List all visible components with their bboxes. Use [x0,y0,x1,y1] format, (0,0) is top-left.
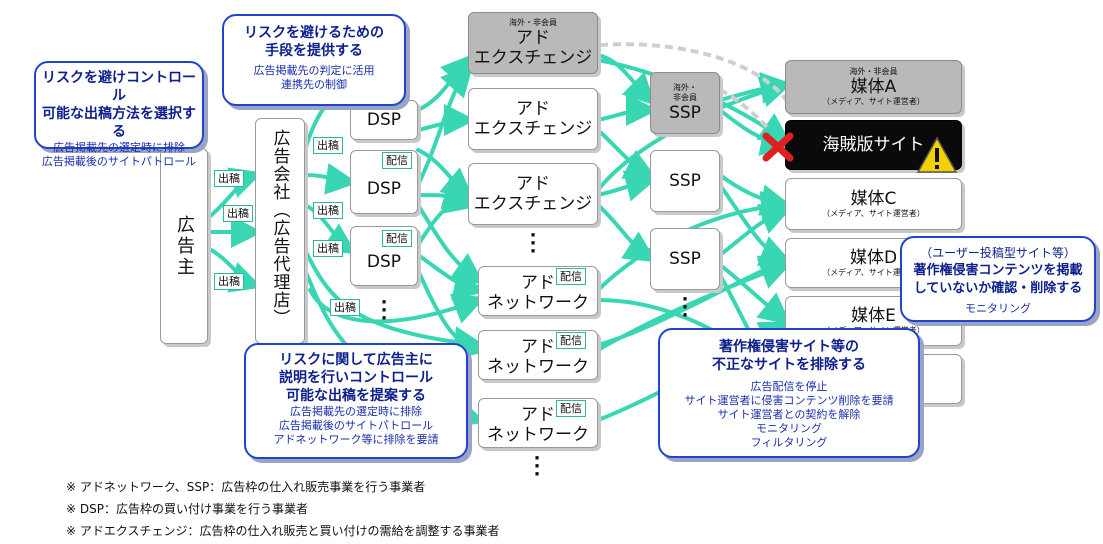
delivery-tag: 配信 [382,152,412,169]
placement-tag: 出稿 [313,137,343,154]
blocked-x-icon [762,132,794,162]
placement-tag: 出稿 [214,273,244,290]
placement-tag: 出稿 [223,205,253,222]
placement-tag: 出稿 [313,202,343,219]
overseas-tag: 海外・非会員 [509,18,557,27]
media-callout: （ユーザー投稿型サイト等） 著作権侵害コンテンツを掲載 していないか確認・削除す… [900,236,1096,322]
media-a-box: 海外・非会員 媒体A （メディア、サイト運営者） [785,60,962,114]
advertiser-callout: リスクを避けコントロール 可能な出稿方法を選択する 広告掲載先の選定時に排除 広… [34,61,204,168]
ad-exchange-box: アド エクスチェンジ [468,163,598,225]
agency-label: 広告会社（広告代理店） [269,129,290,327]
overseas-link-dashed [599,42,792,107]
media-c-box: 媒体C （メディア、サイト運営者） [785,178,962,230]
ad-network-box: アド ネットワーク [478,266,598,316]
dsp-box: DSP [350,100,418,140]
ssp-label: SSP [669,171,701,191]
advertiser-box: 広告主 [160,148,208,344]
delivery-tag: 配信 [556,400,586,417]
dsp-callout: リスクを避けるための 手段を提供する 広告掲載先の判定に活用 連携先の制御 [222,14,406,106]
dsp-label: DSP [366,252,402,272]
delivery-tag: 配信 [556,268,586,285]
ad-exchange-overseas-box: 海外・非会員 アド エクスチェンジ [468,12,598,74]
agency-callout: リスクに関して広告主に 説明を行いコントロール 可能な出稿を提案する 広告掲載先… [244,343,468,459]
agency-box: 広告会社（広告代理店） [255,118,305,344]
warning-icon [916,136,958,173]
more-dsp-dots: ··· [380,292,388,329]
footnote: ※ アドエクスチェンジ：広告枠の仕入れ販売と買い付けの需給を調整する事業者 [66,524,500,538]
advertiser-label: 広告主 [174,214,195,278]
delivery-tag: 配信 [556,332,586,349]
ssp-label: SSP [669,249,701,269]
delivery-tag: 配信 [382,230,412,247]
network-callout: 著作権侵害サイト等の 不正なサイトを排除する 広告配信を停止 サイト運営者に侵害… [658,328,920,458]
footnote: ※ DSP：広告枠の買い付け事業を行う事業者 [66,502,308,516]
placement-tag: 出稿 [330,299,360,316]
ssp-box: SSP [650,150,720,212]
placement-tag: 出稿 [214,170,244,187]
footnotes: ※ アドネットワーク、SSP：広告枠の仕入れ販売事業を行う事業者 ※ DSP：広… [66,476,500,542]
dsp-label: DSP [366,179,402,199]
more-exchange-dots: ··· [529,225,537,262]
pirate-site-label: 海賊版サイト [822,135,925,155]
ad-exchange-box: アド エクスチェンジ [468,88,598,150]
placement-tag: 出稿 [313,240,343,257]
more-ssp-dots: ··· [681,289,689,326]
more-network-dots: ··· [533,448,541,485]
ssp-overseas-box: 海外・ 非会員 SSP [650,72,720,134]
footnote: ※ アドネットワーク、SSP：広告枠の仕入れ販売事業を行う事業者 [66,480,426,494]
ssp-box: SSP [650,228,720,290]
